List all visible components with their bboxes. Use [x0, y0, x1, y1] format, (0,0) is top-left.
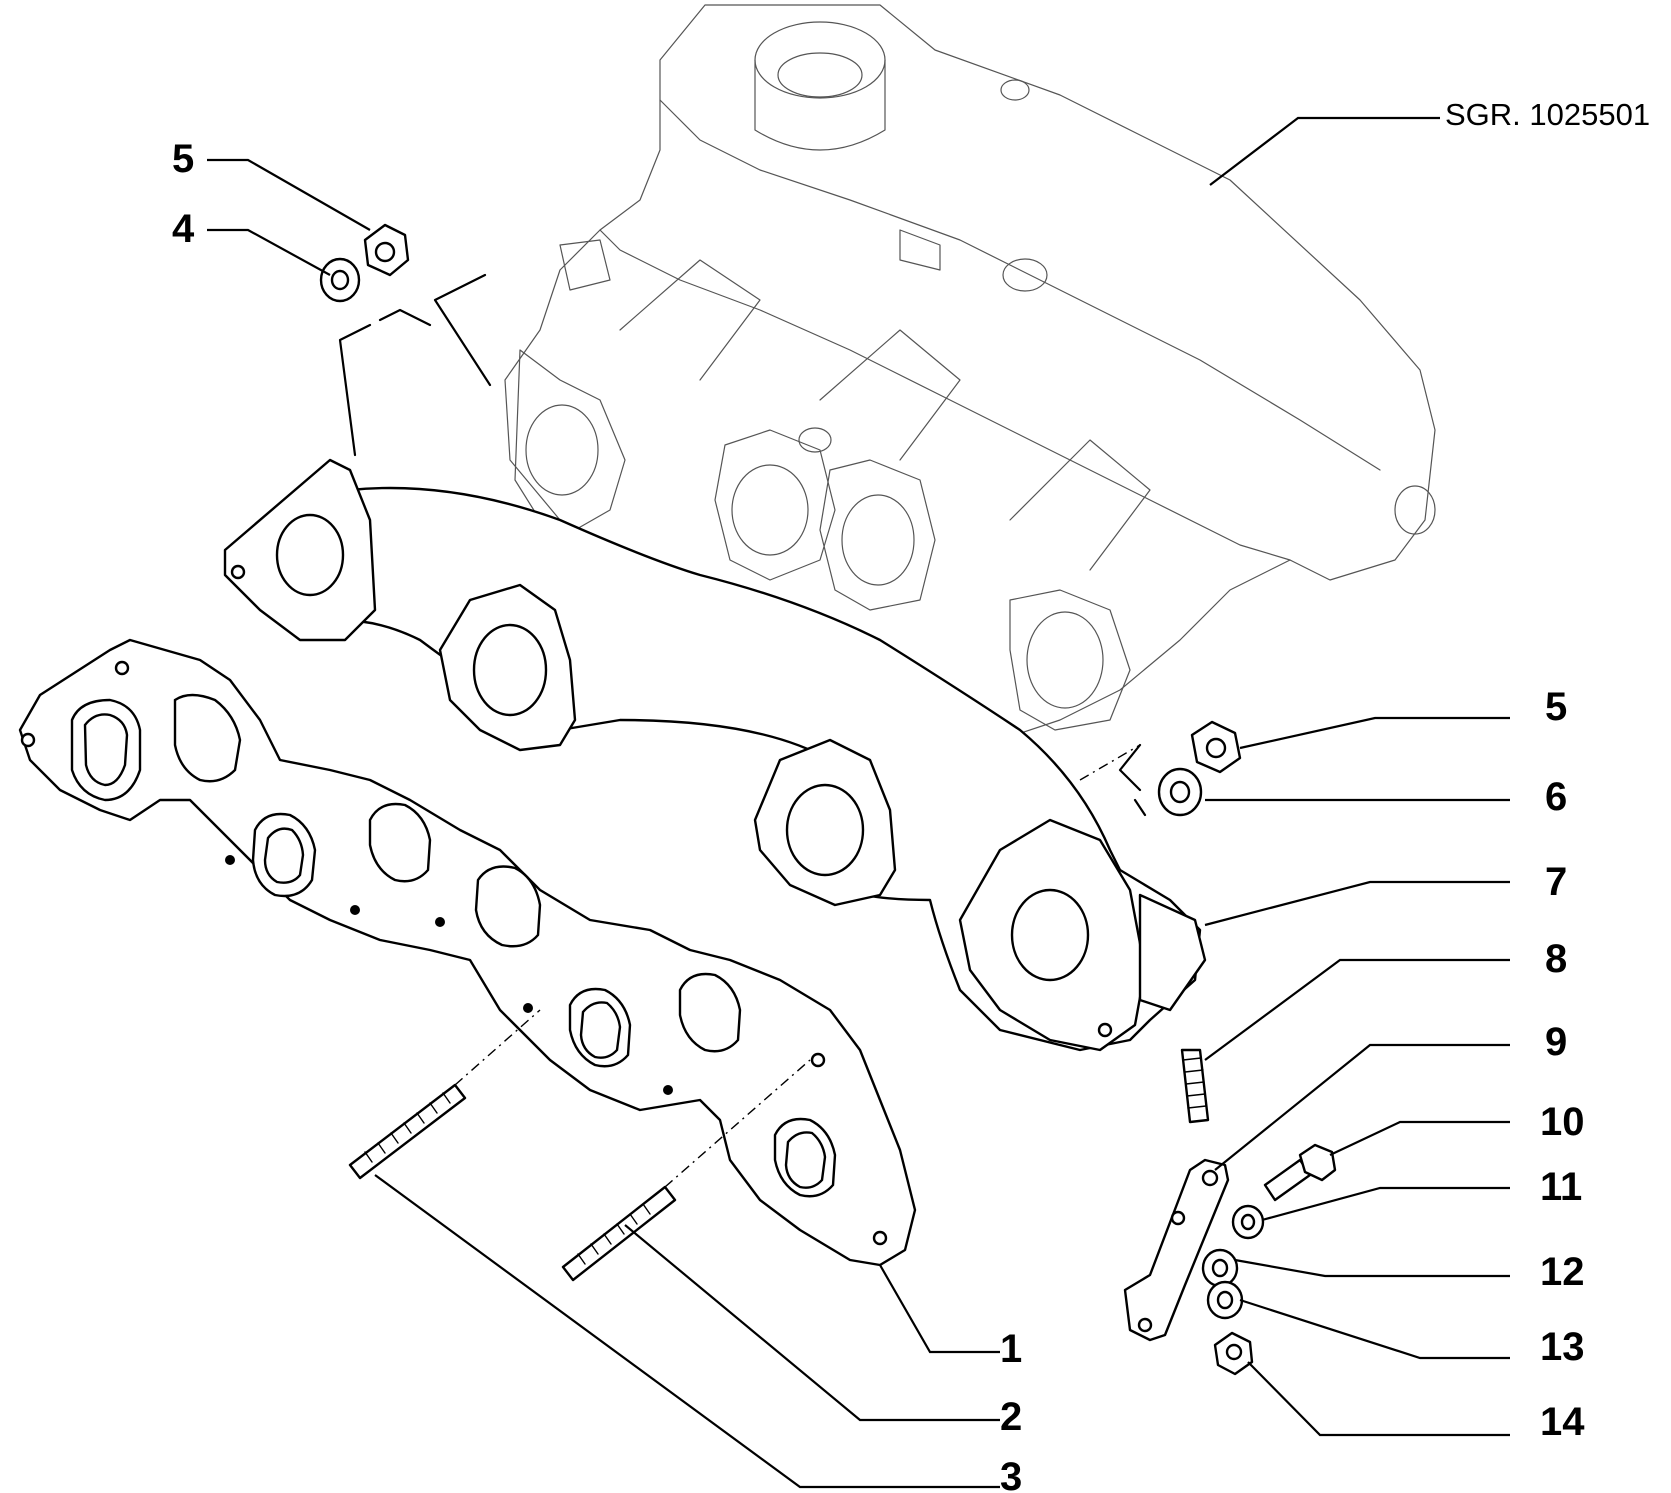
- stud-3: [348, 1083, 467, 1180]
- stud-2: [561, 1185, 677, 1282]
- assembly-indicator-top: [338, 273, 492, 457]
- callout-5-right: 5: [1545, 685, 1567, 729]
- leader-lines: [207, 116, 1510, 1489]
- nut-5-right: [1190, 720, 1242, 774]
- callout-12: 12: [1540, 1250, 1585, 1294]
- nut-5-top: [363, 223, 410, 277]
- bolt-10: [1263, 1143, 1337, 1202]
- assembly-indicator-right: [1118, 743, 1147, 817]
- bracket-9: [1123, 1158, 1230, 1342]
- washer-11: [1231, 1204, 1265, 1240]
- cylinder-head-outline: [504, 4, 1436, 741]
- exhaust-manifold: [223, 458, 1207, 1052]
- washer-6: [1157, 767, 1203, 817]
- washer-4-top: [319, 257, 361, 303]
- callout-2: 2: [1000, 1395, 1022, 1439]
- callout-7: 7: [1545, 860, 1567, 904]
- callout-6: 6: [1545, 775, 1567, 819]
- nut-axis-right: [1079, 744, 1141, 781]
- callout-13: 13: [1540, 1325, 1585, 1369]
- callout-4: 4: [172, 207, 195, 251]
- washer-12: [1201, 1248, 1239, 1288]
- callout-5-top: 5: [172, 137, 194, 181]
- stud-3-axis: [454, 1009, 541, 1086]
- callout-3: 3: [1000, 1455, 1022, 1493]
- reference-label: SGR. 1025501: [1445, 97, 1650, 132]
- callout-1: 1: [1000, 1327, 1022, 1371]
- callout-10: 10: [1540, 1100, 1585, 1144]
- callout-11: 11: [1540, 1165, 1582, 1209]
- manifold-gasket: [18, 638, 917, 1267]
- stud-8: [1180, 1048, 1210, 1124]
- callout-9: 9: [1545, 1020, 1567, 1064]
- stud-2-axis: [664, 1059, 811, 1188]
- callout-14: 14: [1540, 1400, 1585, 1444]
- nut-14: [1213, 1331, 1254, 1376]
- callout-numbers: 5 4 5 6 7 8 9 10 11 12 13 14 1 2 3: [172, 137, 1585, 1493]
- callout-8: 8: [1545, 937, 1567, 981]
- washer-13: [1206, 1280, 1244, 1320]
